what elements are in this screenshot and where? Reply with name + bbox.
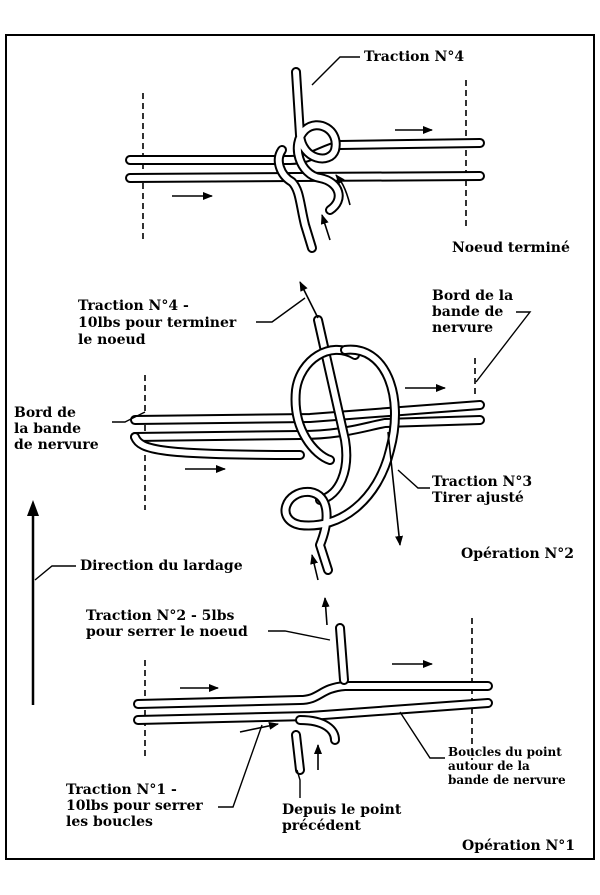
label-traction4-mid-1: Traction N°4 - — [78, 298, 189, 314]
label-operation-1: Opération N°1 — [462, 838, 575, 854]
leader-depuis — [296, 769, 301, 798]
leader-bord-right — [475, 311, 532, 383]
label-noeud-termine: Noeud terminé — [452, 240, 570, 256]
leader-traction4-top — [311, 56, 360, 86]
label-bord-right-2: bande de — [432, 304, 503, 320]
label-bord-left-2: la bande — [14, 421, 81, 437]
arrow-up-mid — [310, 554, 319, 581]
arrow-curve-top — [335, 174, 351, 206]
label-traction2-2: pour serrer le noeud — [86, 624, 248, 640]
arrow-up-top — [320, 214, 331, 241]
arrow-traction3 — [387, 431, 404, 546]
direction-arrow-head — [27, 500, 39, 516]
label-operation-2: Opération N°2 — [461, 546, 574, 562]
label-traction1-1: Traction N°1 - — [66, 782, 177, 798]
label-boucles-3: bande de nervure — [448, 773, 566, 787]
leader-direction — [34, 565, 76, 581]
label-traction4-mid-3: le noeud — [78, 332, 146, 348]
direction-indicator: Direction du lardage — [27, 500, 243, 705]
knot-top — [273, 67, 344, 253]
knot-mid — [280, 315, 400, 575]
arrow-traction2 — [321, 597, 330, 626]
leader-traction2 — [268, 630, 331, 641]
stage-noeud-termine: Traction N°4 Noeud terminé — [125, 49, 570, 256]
label-traction2-1: Traction N°2 - 5lbs — [86, 608, 234, 624]
label-boucles-1: Boucles du point — [448, 745, 562, 759]
label-traction4-top: Traction N°4 — [364, 49, 464, 65]
label-bord-left-1: Bord de — [14, 405, 76, 421]
leader-traction4-mid — [256, 297, 306, 323]
leader-traction1 — [218, 724, 263, 808]
leader-bord-left — [112, 411, 146, 423]
label-traction3-2: Tirer ajusté — [432, 490, 524, 506]
label-depuis-2: précédent — [282, 818, 361, 834]
stage-operation-1: Traction N°2 - 5lbs pour serrer le noeud… — [66, 597, 575, 854]
label-boucles-2: autour de la — [448, 759, 530, 773]
label-bord-left-3: de nervure — [14, 437, 99, 453]
arrow-into-loop — [239, 721, 279, 733]
diagram-frame — [5, 34, 595, 860]
label-traction3-1: Traction N°3 — [432, 474, 532, 490]
label-traction4-mid-2: 10lbs pour terminer — [78, 315, 237, 331]
band-strands-bottom — [133, 681, 493, 725]
leader-boucles — [399, 711, 445, 759]
knot-bottom — [291, 623, 349, 775]
arrow-traction4-mid — [299, 281, 319, 319]
leader-traction3 — [397, 469, 430, 489]
label-bord-right-1: Bord de la — [432, 288, 513, 304]
stage-operation-2: Traction N°4 - 10lbs pour terminer le no… — [14, 281, 574, 581]
label-depuis-1: Depuis le point — [282, 802, 402, 818]
label-traction1-2: 10lbs pour serrer — [66, 798, 203, 814]
label-bord-right-3: nervure — [432, 320, 493, 336]
label-direction: Direction du lardage — [80, 558, 243, 574]
label-traction1-3: les boucles — [66, 814, 153, 830]
